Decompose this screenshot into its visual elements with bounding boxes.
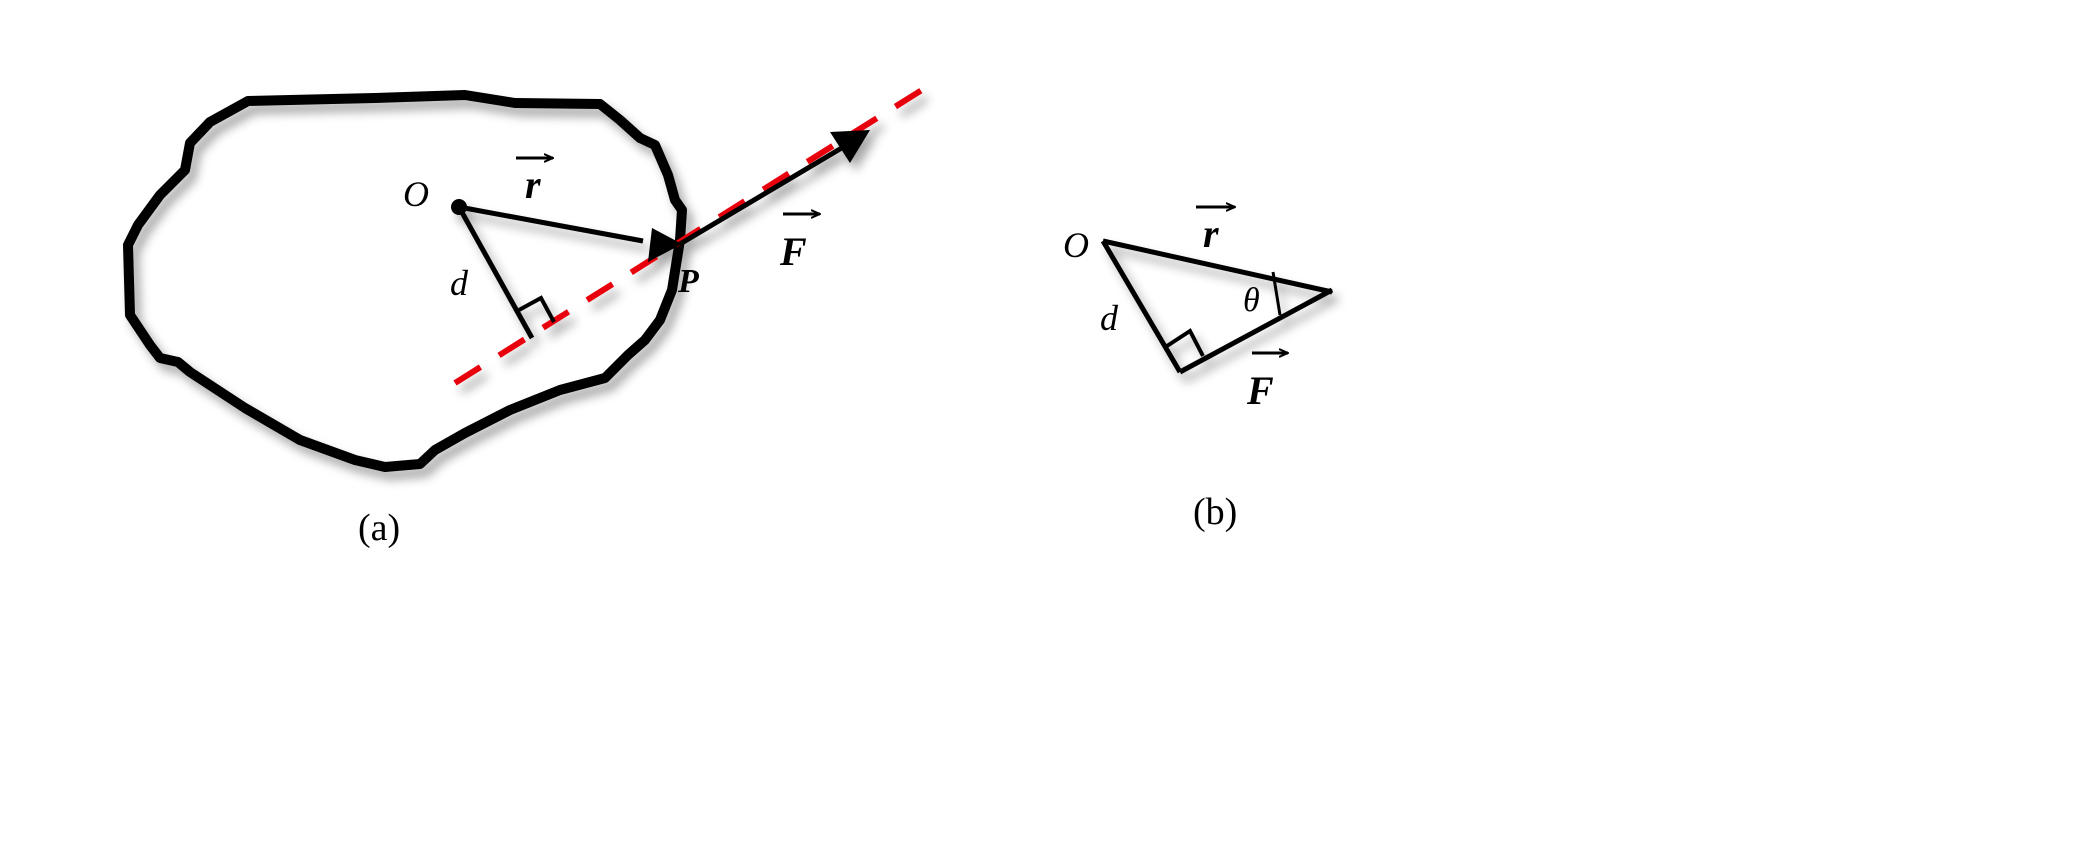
force-label-a: F (779, 229, 807, 274)
r-label-a: r (525, 162, 541, 207)
force-label-b: F (1246, 368, 1274, 413)
rigid-body-outline (123, 90, 687, 472)
angle-label-theta: θ (1243, 282, 1260, 319)
caption-a: (a) (358, 507, 400, 549)
position-vector-r (1102, 238, 1333, 295)
d-label-a: d (450, 263, 469, 303)
d-label-b: d (1100, 298, 1119, 338)
origin-label-a: O (403, 174, 429, 214)
force-vector-f (678, 143, 847, 247)
panel-b (1100, 238, 1334, 375)
lever-arm-d (1100, 239, 1183, 374)
origin-label-b: O (1063, 225, 1089, 265)
r-arrowhead (648, 228, 682, 262)
caption-b: (b) (1193, 491, 1237, 533)
panel-a (123, 85, 927, 472)
right-angle-marker (518, 295, 556, 323)
angle-arc-marker (1271, 271, 1282, 316)
r-label-b: r (1203, 211, 1219, 256)
force-vector-f (1178, 287, 1334, 375)
force-arrowhead (830, 130, 870, 163)
position-vector-r (458, 204, 644, 244)
lever-arm-d (456, 205, 535, 340)
point-label-p: P (677, 263, 699, 300)
origin-point (451, 199, 467, 215)
right-angle-marker (1165, 328, 1205, 357)
